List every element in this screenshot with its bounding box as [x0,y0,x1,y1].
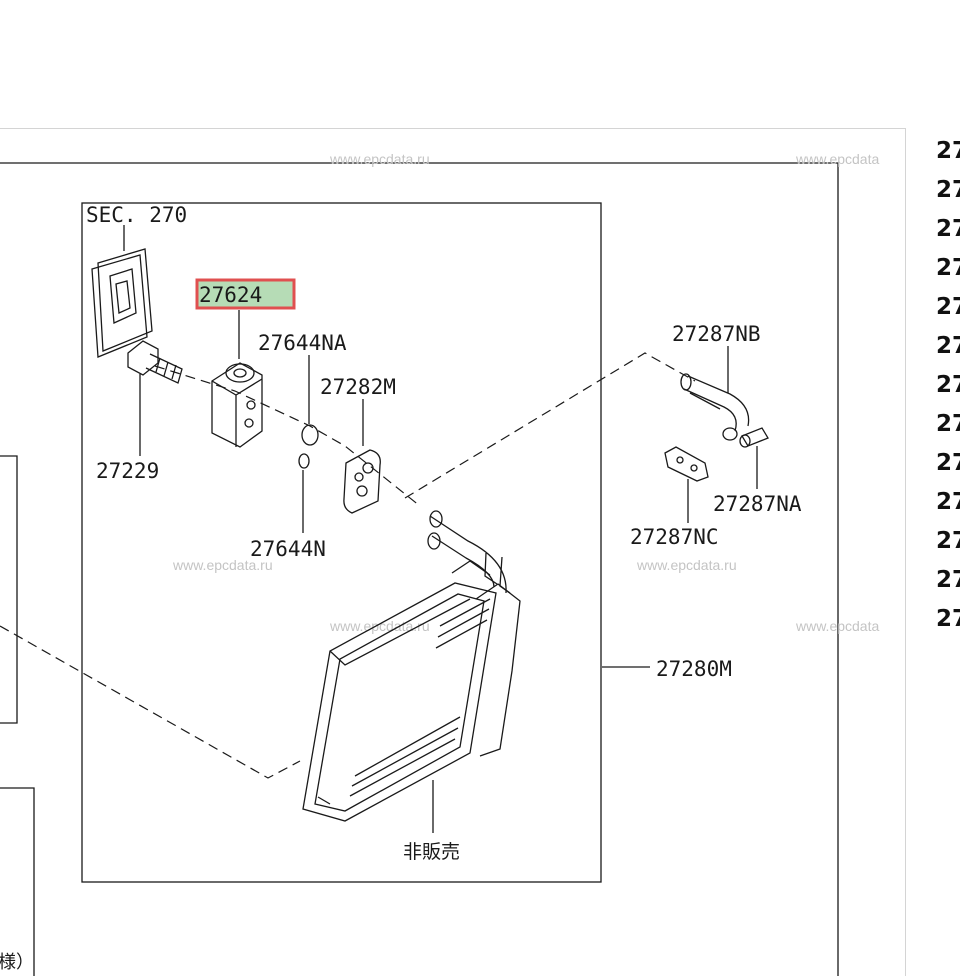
part-list-item[interactable]: 27 [936,372,960,398]
part-list-item[interactable]: 27 [936,255,960,281]
gasket-plate-part-27282M[interactable] [343,449,381,514]
diagram-viewer[interactable]: www.epcdata.ru www.epcdata www.epcdata.r… [0,128,906,976]
part-list-item[interactable]: 27 [936,567,960,593]
part-list-item[interactable]: 27 [936,528,960,554]
assembly-line-left [0,625,301,779]
part-label-27280M[interactable]: 27280M [656,657,732,681]
part-list-item[interactable]: 27 [936,489,960,515]
left-side-box [0,455,18,724]
part-list-item[interactable]: 27 [936,177,960,203]
section-reference-label: SEC. 270 [86,203,187,227]
left-partial-text: 様） [0,952,34,973]
part-number-list: 27 27 27 27 27 27 27 27 27 27 27 27 27 [936,132,960,639]
part-label-27287NA[interactable]: 27287NA [713,492,802,516]
bolt-part-27229[interactable] [127,340,183,384]
part-list-item[interactable]: 27 [936,411,960,437]
outer-frame [0,162,839,976]
part-label-27282M[interactable]: 27282M [320,375,396,399]
assembly-line-center [154,365,421,507]
watermark: www.epcdata.ru [329,151,430,167]
not-for-sale-label: 非販売 [403,841,460,863]
o-ring-part-27644N[interactable] [298,453,310,469]
watermark: www.epcdata.ru [172,557,273,573]
inner-frame [81,202,602,883]
gasket-part[interactable] [91,248,153,358]
parts-diagram: www.epcdata.ru www.epcdata www.epcdata.r… [0,151,879,976]
watermark: www.epcdata.ru [329,618,430,634]
evaporator-core-part-27280M[interactable] [302,510,521,822]
part-list-item[interactable]: 27 [936,450,960,476]
plate-part-27287NC[interactable] [664,446,709,482]
watermark: www.epcdata.ru [636,557,737,573]
part-list-item[interactable]: 27 [936,138,960,164]
watermark: www.epcdata [795,618,879,634]
part-label-27644N[interactable]: 27644N [250,537,326,561]
part-label-27644NA[interactable]: 27644NA [258,331,347,355]
watermark: www.epcdata [795,151,879,167]
highlight-box [195,278,296,310]
part-list-item[interactable]: 27 [936,294,960,320]
part-list-item[interactable]: 27 [936,216,960,242]
assembly-line-right [404,352,696,499]
part-label-27287NB[interactable]: 27287NB [672,322,761,346]
part-label-27229[interactable]: 27229 [96,459,159,483]
pipe-part-27287NB[interactable] [680,373,769,448]
part-label-27287NC[interactable]: 27287NC [630,525,719,549]
part-list-item[interactable]: 27 [936,333,960,359]
left-lower-box [0,787,35,976]
expansion-valve-part-27624[interactable] [211,362,263,448]
part-list-item[interactable]: 27 [936,606,960,632]
o-ring-part-27644NA[interactable] [301,424,319,446]
part-label-27624[interactable]: 27624 [199,283,262,307]
